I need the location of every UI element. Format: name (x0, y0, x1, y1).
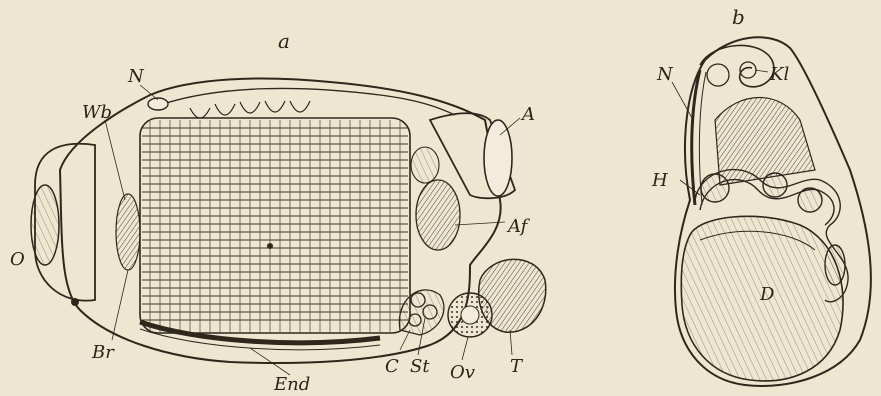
label-St: St (410, 356, 430, 377)
label-D: D (759, 284, 775, 305)
label-A: A (520, 104, 535, 125)
dorsal-chambers (190, 101, 310, 118)
dorsal-mass (715, 98, 815, 186)
label-N-a: N (127, 66, 145, 87)
branchial-basket (140, 118, 410, 333)
label-End: End (273, 374, 310, 395)
label-Wb: Wb (82, 102, 112, 123)
label-T: T (510, 356, 524, 377)
label-Kl: Kl (769, 64, 789, 85)
label-C: C (385, 356, 399, 377)
panel-label-a: a (278, 29, 290, 53)
panel-label-b: b (732, 5, 745, 29)
label-H: H (651, 170, 668, 191)
figure-b-ascidian: b N Kl H D (651, 5, 871, 386)
label-Af: Af (506, 216, 531, 237)
figure-a-ascidian: a N Wb A O Af Br End C St Ov T (10, 29, 546, 395)
branchial-slits (142, 128, 408, 320)
ciliated-band (116, 194, 140, 270)
stomach (399, 290, 444, 335)
label-Ov: Ov (450, 362, 475, 383)
label-O: O (10, 249, 25, 270)
atrial-gland (416, 180, 460, 250)
dorsal-lamina (160, 88, 455, 115)
testis (479, 259, 546, 332)
label-Br: Br (91, 342, 115, 363)
atrial-opening (484, 120, 512, 196)
label-N-b: N (656, 64, 674, 85)
oral-opening (31, 185, 59, 265)
